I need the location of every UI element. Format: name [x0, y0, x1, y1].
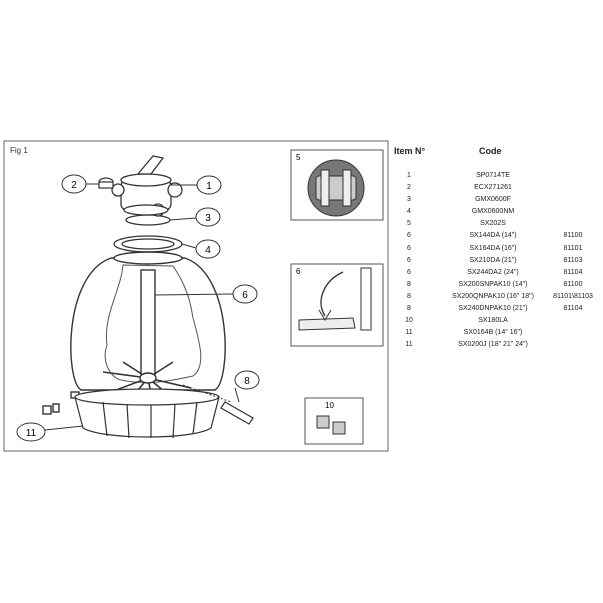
pressure-gauge — [98, 177, 114, 189]
callout-2: 2 — [61, 174, 87, 194]
header-code: Code — [479, 146, 502, 156]
svg-text:2: 2 — [71, 180, 77, 191]
inset-6: 6 — [290, 263, 384, 347]
callout-1: 1 — [196, 175, 222, 195]
svg-text:4: 4 — [205, 245, 211, 256]
callout-3: 3 — [195, 207, 221, 227]
inset-10: 10 — [304, 397, 364, 445]
collar-ring — [113, 235, 183, 253]
callout-8: 8 — [234, 370, 260, 390]
filter-exploded-diagram: 1 2 3 4 6 8 11 5 6 10 — [3, 140, 389, 452]
filter-base — [74, 388, 220, 439]
svg-text:5: 5 — [296, 153, 301, 162]
svg-text:10: 10 — [325, 401, 334, 410]
multiport-valve — [111, 155, 183, 217]
callout-4: 4 — [195, 239, 221, 259]
figure-label: Fig 1 — [10, 146, 28, 155]
o-ring — [125, 214, 171, 226]
lateral-part — [220, 401, 254, 425]
svg-text:3: 3 — [205, 213, 211, 224]
svg-text:1: 1 — [206, 181, 212, 192]
svg-text:6: 6 — [296, 267, 301, 276]
svg-text:6: 6 — [242, 290, 248, 301]
svg-text:11: 11 — [26, 428, 37, 439]
figure-frame — [3, 140, 389, 452]
svg-text:8: 8 — [244, 376, 250, 387]
inset-5: 5 — [290, 149, 384, 221]
header-item-number: Item N° — [394, 146, 426, 156]
callout-11: 11 — [16, 422, 46, 442]
callout-6: 6 — [232, 284, 258, 304]
